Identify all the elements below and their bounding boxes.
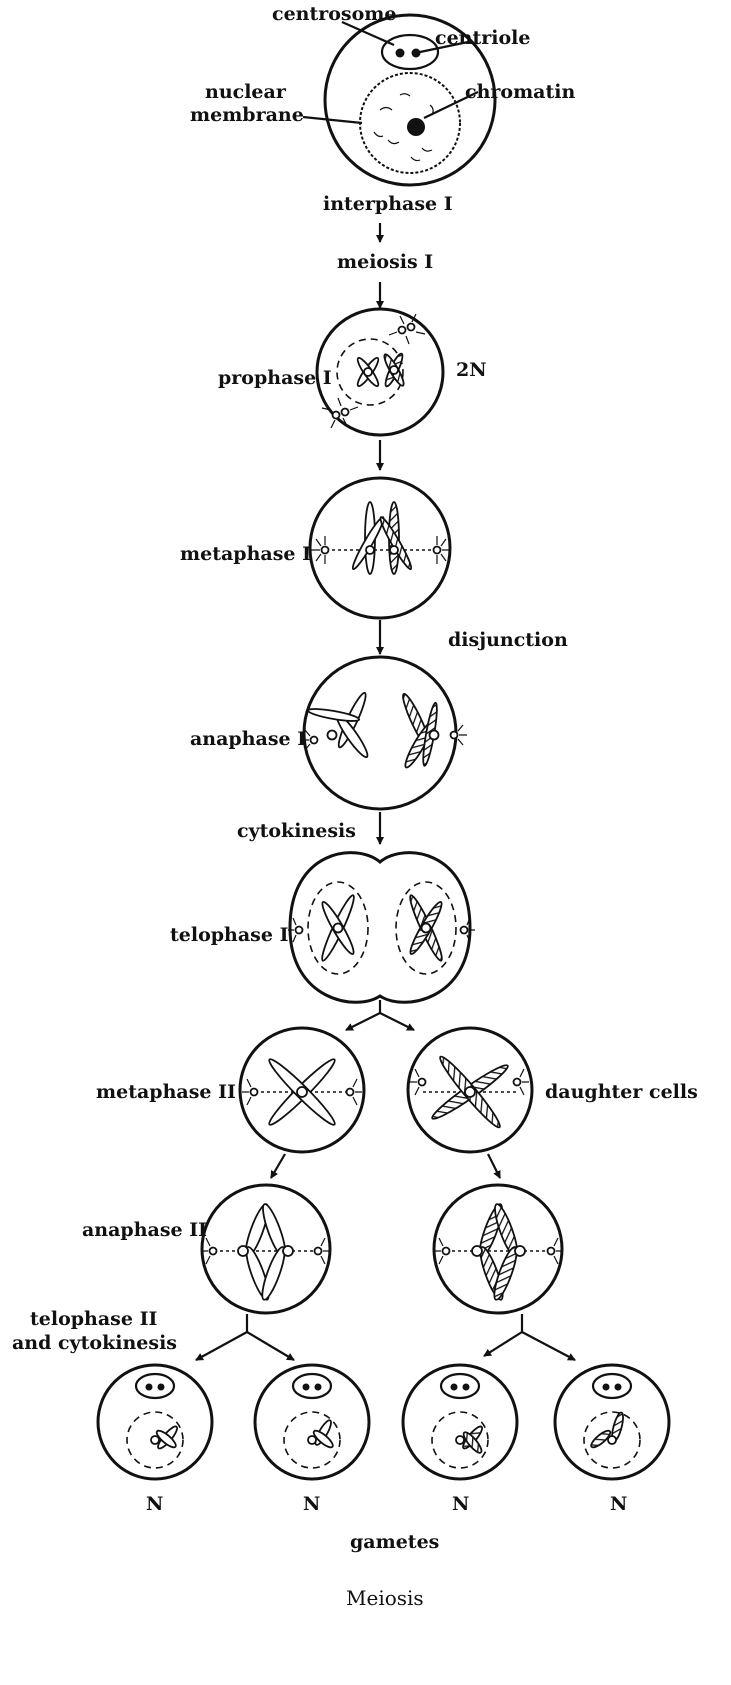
gamete-cell-4 [555,1365,669,1479]
label-gamete-n-3: N [452,1493,469,1515]
label-gamete-n-2: N [303,1493,320,1515]
label-nuclear: nuclear [205,81,287,103]
nucleolus [407,118,425,136]
label-centriole: centriole [435,27,530,49]
label-2n: 2N [456,359,487,381]
label-gametes: gametes [350,1531,439,1553]
anaphase2-cell-left [201,1185,330,1313]
label-gamete-n-4: N [610,1493,627,1515]
metaphase1-cell [310,478,451,618]
label-metaphase1: metaphase I [180,543,311,565]
label-gamete-n-1: N [146,1493,163,1515]
gamete-cell-2 [255,1365,369,1479]
label-and-cytokinesis: and cytokinesis [12,1332,177,1354]
arrow-branch-right [380,1013,414,1030]
metaphase2-cell-right [408,1028,532,1152]
arrow-branch-left [346,1013,380,1030]
arrow-gamete-2 [247,1332,294,1360]
label-telophase1: telophase I [170,924,289,946]
label-anaphase1: anaphase I [190,728,306,750]
anaphase2-cell-right [434,1185,563,1313]
gamete-cell-3 [403,1365,517,1479]
arrow-gamete-1 [196,1332,247,1360]
label-centrosome: centrosome [272,3,397,25]
label-membrane: membrane [190,104,304,126]
figure-caption: Meiosis [346,1586,424,1610]
gamete-cell-1 [98,1365,212,1479]
label-anaphase2: anaphase II [82,1219,207,1241]
metaphase2-cell-left [240,1028,364,1152]
label-meiosis1: meiosis I [337,251,433,273]
label-chromatin: chromatin [465,81,575,103]
arrow-metaphase2-anaphase2-left [271,1154,285,1178]
prophase1-cell [317,309,443,435]
label-daughter-cells: daughter cells [545,1081,698,1103]
label-telophase2: telophase II [30,1308,157,1330]
arrow-gamete-3 [484,1332,522,1356]
centriole-dot [412,49,421,58]
label-disjunction: disjunction [448,629,568,651]
anaphase1-cell [301,657,467,809]
arrow-metaphase2-anaphase2-right [488,1154,500,1178]
label-metaphase2: metaphase II [96,1081,236,1103]
arrow-gamete-4 [522,1332,575,1360]
centriole-dot [396,49,405,58]
telophase1-cell [288,853,475,1003]
label-prophase1: prophase I [218,367,332,389]
label-cytokinesis: cytokinesis [237,820,356,842]
label-interphase: interphase I [323,193,453,215]
